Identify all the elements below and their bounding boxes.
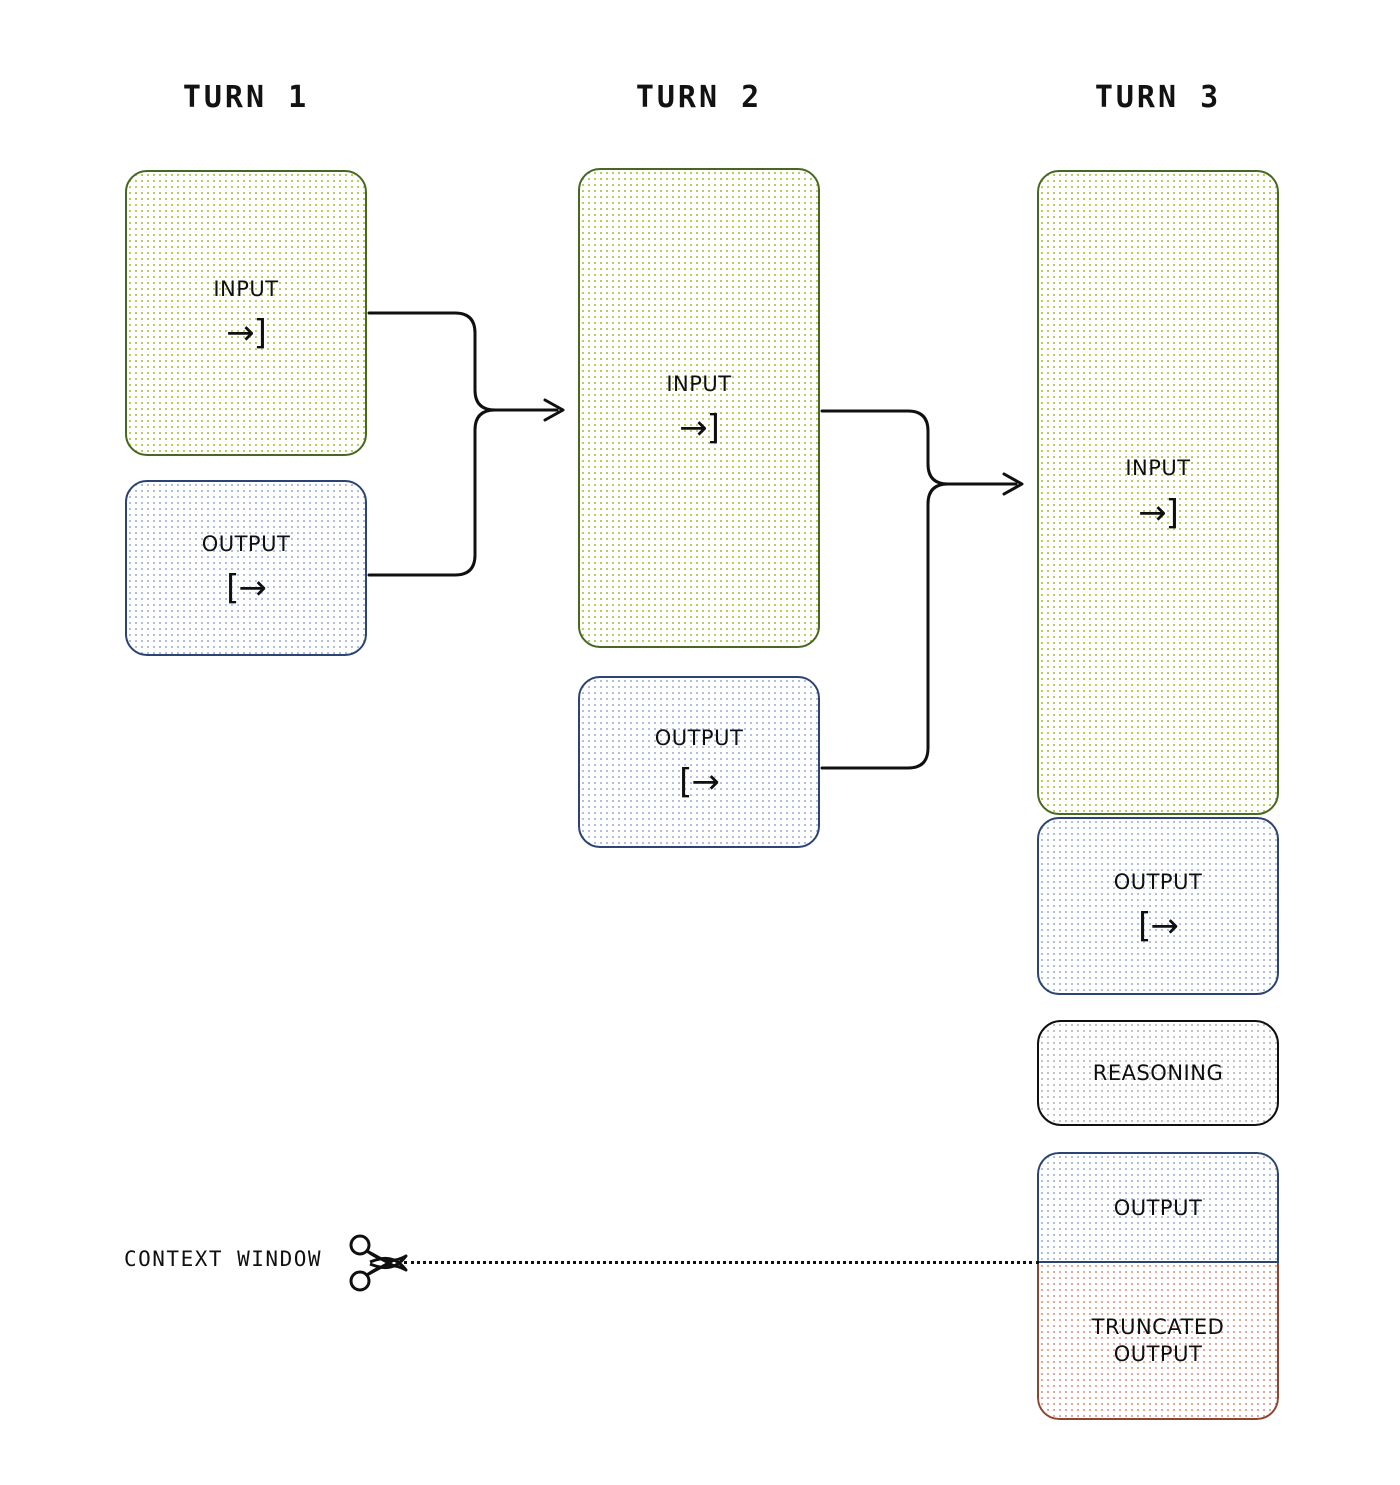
connector-turn2-to-turn3 [820, 409, 1024, 770]
turn-2-header: TURN 2 [635, 80, 763, 115]
scissors-icon [349, 1234, 408, 1292]
turn-3-reasoning-box[interactable]: REASONING [1037, 1020, 1279, 1126]
turn-3-truncated-output-section[interactable]: TRUNCATED OUTPUT [1037, 1263, 1279, 1420]
arrow-into-bracket-icon: →] [1138, 492, 1179, 533]
turn-1-output-label: OUTPUT [201, 531, 291, 556]
connector-turn1-to-turn2 [367, 311, 565, 577]
turn-2-input-label: INPUT [666, 371, 732, 396]
arrow-into-bracket-icon: →] [226, 313, 267, 354]
bracket-out-arrow-icon: [→ [679, 762, 720, 803]
turn-2-input-box[interactable]: INPUT →] [578, 168, 820, 648]
turn-1-input-box[interactable]: INPUT →] [125, 170, 367, 456]
turn-2-output-box[interactable]: OUTPUT [→ [578, 676, 820, 848]
turn-3-output-box[interactable]: OUTPUT [→ [1037, 817, 1279, 995]
context-window-cut-line [404, 1261, 1039, 1264]
turn-3-final-output-label: OUTPUT [1113, 1196, 1203, 1221]
context-window-label: CONTEXT WINDOW [124, 1247, 323, 1271]
turn-3-truncated-output-label: TRUNCATED OUTPUT [1091, 1315, 1225, 1366]
turn-3-input-box[interactable]: INPUT →] [1037, 170, 1279, 815]
turn-3-header: TURN 3 [1094, 80, 1222, 115]
bracket-out-arrow-icon: [→ [226, 568, 267, 609]
turn-3-reasoning-label: REASONING [1092, 1060, 1224, 1085]
turn-3-final-output-split-box[interactable]: OUTPUT TRUNCATED OUTPUT [1037, 1152, 1279, 1420]
turn-3-final-output-section[interactable]: OUTPUT [1037, 1152, 1279, 1263]
arrow-into-bracket-icon: →] [679, 408, 720, 449]
turn-1-output-box[interactable]: OUTPUT [→ [125, 480, 367, 656]
bracket-out-arrow-icon: [→ [1138, 906, 1179, 947]
turn-2-output-label: OUTPUT [654, 725, 744, 750]
turn-3-output-label: OUTPUT [1113, 869, 1203, 894]
turn-3-input-label: INPUT [1125, 456, 1191, 481]
turn-1-header: TURN 1 [182, 80, 310, 115]
context-cutoff-divider [1037, 1261, 1279, 1263]
turn-1-input-label: INPUT [213, 276, 279, 301]
